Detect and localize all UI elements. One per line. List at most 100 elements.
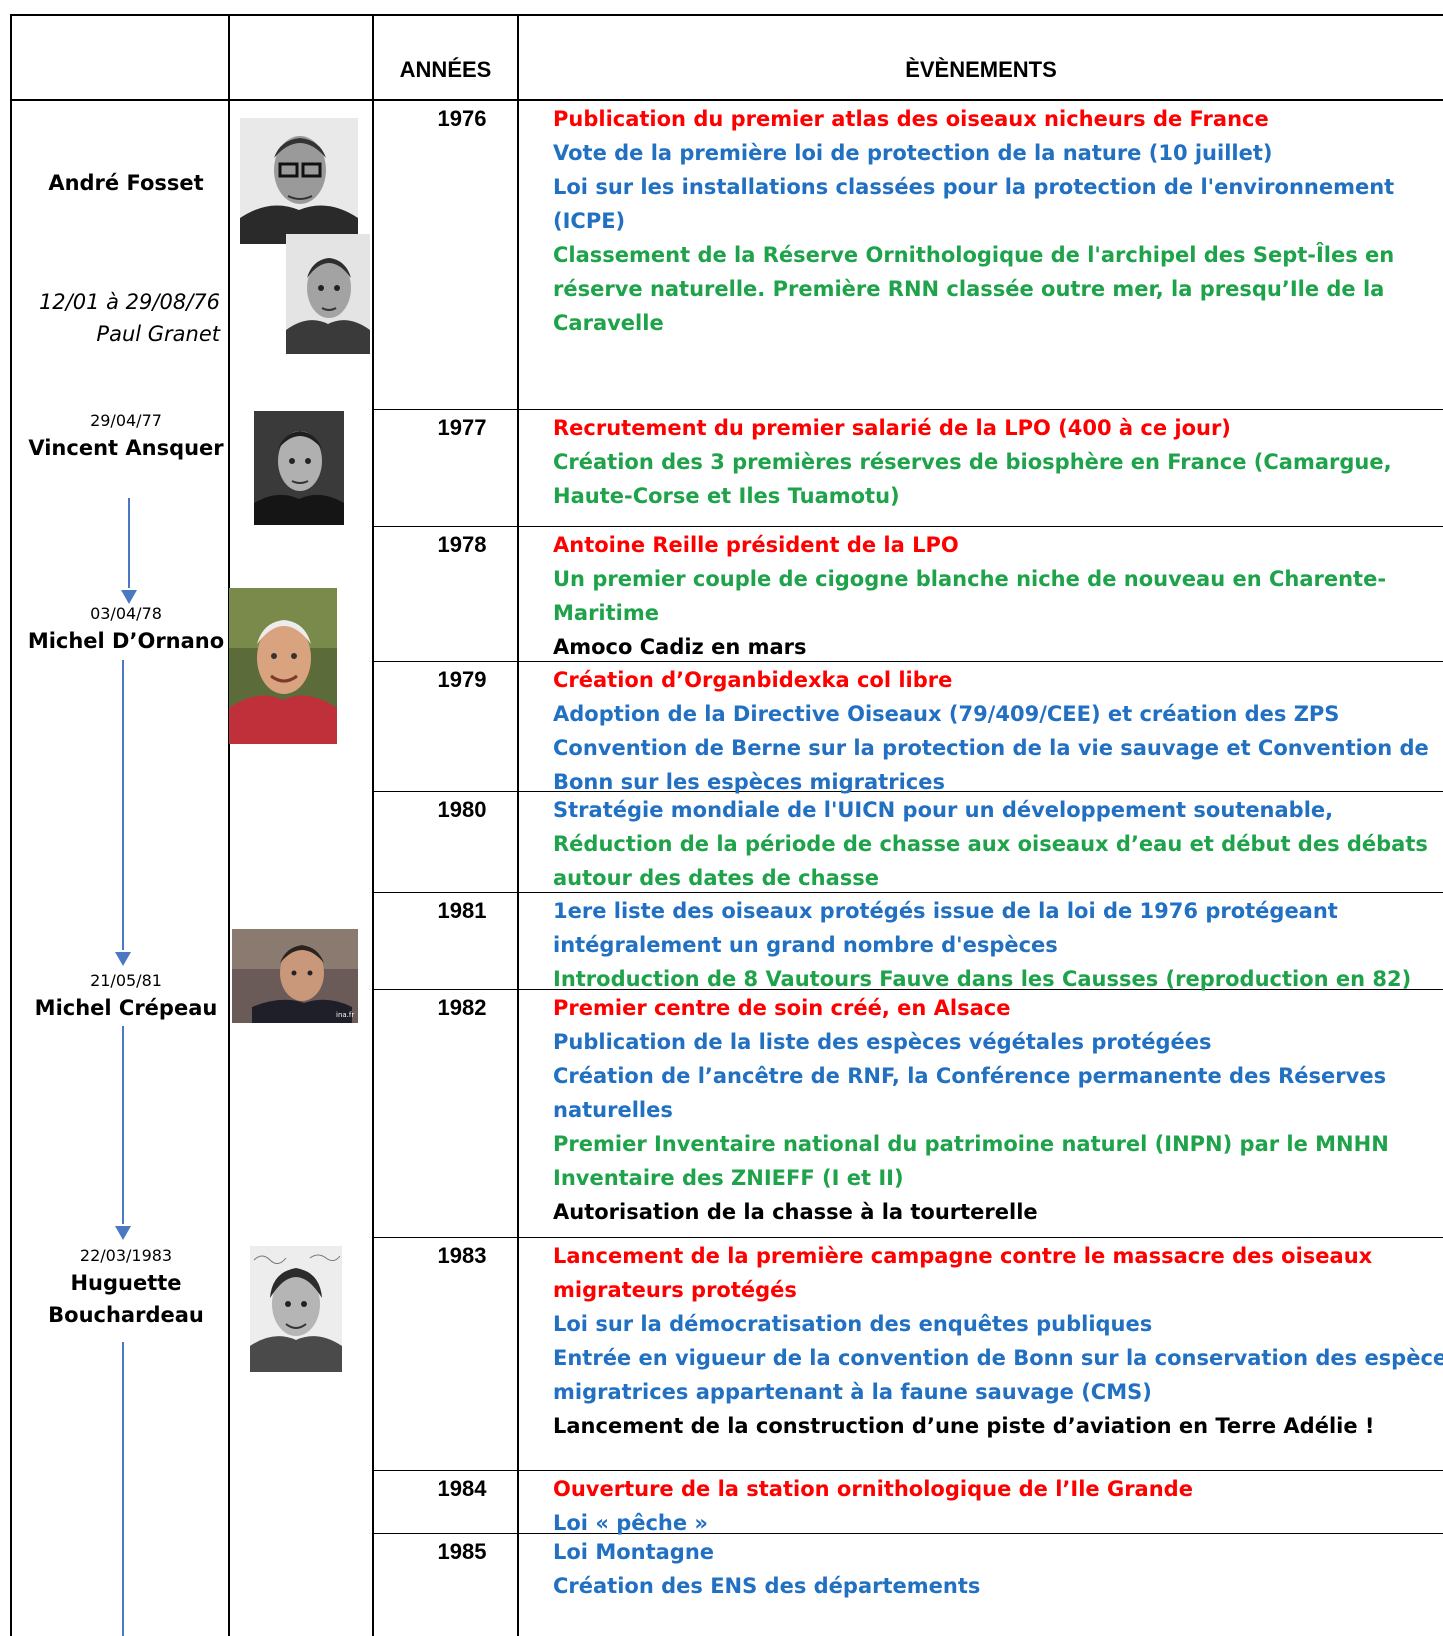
year-cell: 1976 — [437, 106, 487, 131]
event-line: Création des 3 premières réserves de bio… — [553, 450, 1392, 474]
portrait-dornano — [229, 588, 337, 744]
event-line: Entrée en vigueur de la convention de Bo… — [553, 1346, 1443, 1370]
minister-ansquer: 29/04/77 Vincent Ansquer — [14, 410, 238, 464]
event-line: Vote de la première loi de protection de… — [553, 141, 1273, 165]
event-line: Premier centre de soin créé, en Alsace — [553, 996, 1011, 1020]
table-top-border — [10, 14, 1443, 16]
interim-name: Paul Granet — [96, 322, 220, 346]
minister-date: 22/03/1983 — [79, 1246, 173, 1265]
minister-dornano: 03/04/78 Michel D’Ornano — [14, 603, 238, 657]
row-separator — [372, 989, 1443, 990]
header-events: ÈVÈNEMENTS — [905, 57, 1057, 82]
minister-date: 29/04/77 — [90, 411, 162, 430]
portrait-ansquer — [254, 411, 344, 525]
event-line: Maritime — [553, 601, 659, 625]
event-line: migratrices appartenant à la faune sauva… — [553, 1380, 1152, 1404]
minister-name: Michel D’Ornano — [27, 629, 225, 653]
event-line: Introduction de 8 Vautours Fauve dans le… — [553, 967, 1412, 991]
portrait-granet — [286, 234, 370, 354]
timeline-arrow-line — [122, 1342, 124, 1636]
timeline-arrow-line — [122, 1026, 124, 1224]
event-line: réserve naturelle. Première RNN classée … — [553, 277, 1385, 301]
events-cell: Ouverture de la station ornithologique d… — [553, 1472, 1433, 1540]
events-cell: 1ere liste des oiseaux protégés issue de… — [553, 894, 1433, 996]
timeline-arrow-line — [128, 498, 130, 588]
row-separator — [372, 526, 1443, 527]
year-cell: 1981 — [437, 898, 487, 923]
minister-name: Michel Crépeau — [34, 996, 218, 1020]
timeline-arrow-line — [122, 660, 124, 950]
events-cell: Recrutement du premier salarié de la LPO… — [553, 411, 1433, 513]
minister-date: 21/05/81 — [90, 971, 162, 990]
events-cell: Stratégie mondiale de l'UICN pour un dév… — [553, 793, 1433, 895]
event-line: Création d’Organbidexka col libre — [553, 668, 953, 692]
event-line: Stratégie mondiale de l'UICN pour un dév… — [553, 798, 1334, 822]
event-line: Antoine Reille président de la LPO — [553, 533, 959, 557]
row-separator — [372, 1237, 1443, 1238]
minister-fosset: André Fosset — [14, 167, 238, 199]
event-line: 1ere liste des oiseaux protégés issue de… — [553, 899, 1338, 923]
event-line: Publication du premier atlas des oiseaux… — [553, 107, 1269, 131]
event-line: migrateurs protégés — [553, 1278, 797, 1302]
year-cell: 1982 — [437, 995, 487, 1020]
col-border-left — [10, 14, 12, 1636]
event-line: Adoption de la Directive Oiseaux (79/409… — [553, 702, 1340, 726]
interim-dates: 12/01 à 29/08/76 — [38, 290, 220, 314]
timeline-arrow-head — [121, 590, 137, 604]
row-separator — [372, 1533, 1443, 1534]
portrait-bouchardeau — [250, 1246, 342, 1372]
event-line: Classement de la Réserve Ornithologique … — [553, 243, 1395, 267]
year-cell: 1985 — [437, 1539, 487, 1564]
minister-bouchardeau: 22/03/1983 Huguette Bouchardeau — [14, 1245, 238, 1331]
event-line: Bonn sur les espèces migratrices — [553, 770, 945, 794]
event-line: intégralement un grand nombre d'espèces — [553, 933, 1058, 957]
year-cell: 1983 — [437, 1243, 487, 1268]
minister-crepeau: 21/05/81 Michel Crépeau — [14, 970, 238, 1024]
event-line: Recrutement du premier salarié de la LPO… — [553, 416, 1231, 440]
portrait-crepeau: ina.fr — [232, 929, 358, 1023]
year-cell: 1978 — [437, 532, 487, 557]
year-cell: 1979 — [437, 667, 487, 692]
event-line: (ICPE) — [553, 209, 626, 233]
event-line: Création de l’ancêtre de RNF, la Confére… — [553, 1064, 1387, 1088]
row-separator — [372, 1470, 1443, 1471]
event-line: Lancement de la première campagne contre… — [553, 1244, 1373, 1268]
col-border-events — [517, 14, 519, 1636]
event-line: Ouverture de la station ornithologique d… — [553, 1477, 1193, 1501]
year-cell: 1984 — [437, 1476, 487, 1501]
minister-name-line1: Huguette — [70, 1271, 182, 1295]
minister-name-line2: Bouchardeau — [48, 1303, 204, 1327]
event-line: Loi « pêche » — [553, 1511, 708, 1535]
event-line: Réduction de la période de chasse aux oi… — [553, 832, 1428, 856]
event-line: Loi Montagne — [553, 1540, 715, 1564]
minister-date: 03/04/78 — [90, 604, 162, 623]
header-bottom-border — [10, 99, 1443, 101]
minister-name: Vincent Ansquer — [28, 436, 224, 460]
timeline-arrow-head — [115, 952, 131, 966]
event-line: Lancement de la construction d’une piste… — [553, 1414, 1375, 1438]
event-line: Inventaire des ZNIEFF (I et II) — [553, 1166, 904, 1190]
event-line: Convention de Berne sur la protection de… — [553, 736, 1429, 760]
year-cell: 1977 — [437, 415, 487, 440]
portrait-fosset — [240, 118, 358, 244]
year-cell: 1980 — [437, 797, 487, 822]
event-line: Loi sur la démocratisation des enquêtes … — [553, 1312, 1153, 1336]
timeline-arrow-head — [115, 1226, 131, 1240]
events-cell: Lancement de la première campagne contre… — [553, 1239, 1443, 1443]
event-line: Création des ENS des départements — [553, 1574, 981, 1598]
event-line: Publication de la liste des espèces végé… — [553, 1030, 1212, 1054]
col-border-photos — [228, 14, 230, 1636]
event-line: autour des dates de chasse — [553, 866, 879, 890]
event-line: Amoco Cadiz en mars — [553, 635, 807, 659]
header-years: ANNÉES — [399, 57, 492, 82]
event-line: Haute-Corse et Iles Tuamotu) — [553, 484, 900, 508]
event-line: Loi sur les installations classées pour … — [553, 175, 1395, 199]
col-border-years — [372, 14, 374, 1636]
event-line: Un premier couple de cigogne blanche nic… — [553, 567, 1387, 591]
ina-watermark: ina.fr — [336, 1011, 354, 1019]
event-line: Autorisation de la chasse à la tourterel… — [553, 1200, 1038, 1224]
events-cell: Antoine Reille président de la LPO Un pre… — [553, 528, 1433, 664]
event-line: Caravelle — [553, 311, 664, 335]
